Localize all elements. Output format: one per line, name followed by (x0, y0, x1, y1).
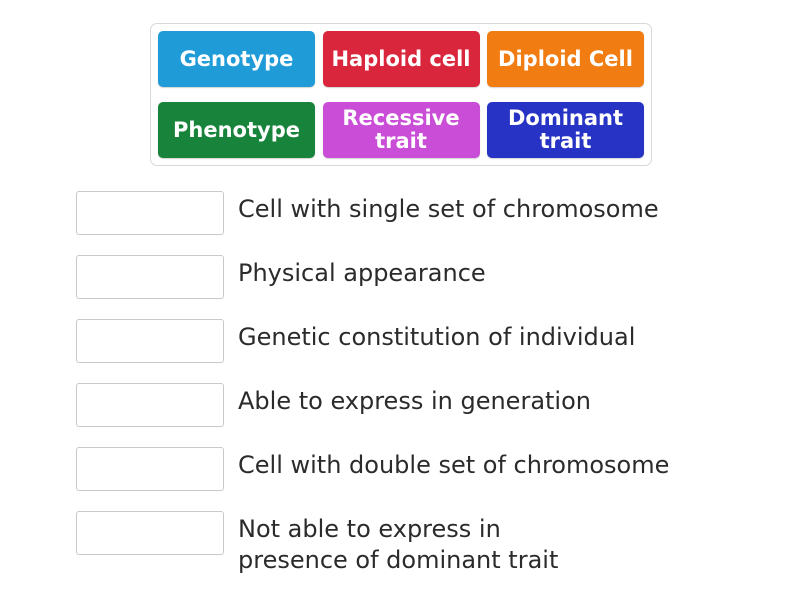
tile-dominant-trait[interactable]: Dominant trait (487, 102, 644, 158)
drop-zone[interactable] (76, 511, 224, 555)
tile-recessive-trait[interactable]: Recessive trait (322, 102, 480, 158)
answer-row: Cell with double set of chromosome (76, 447, 776, 511)
drop-zone[interactable] (76, 319, 224, 363)
answer-label: Genetic constitution of individual (238, 323, 636, 351)
drop-zone[interactable] (76, 383, 224, 427)
answer-label: Cell with single set of chromosome (238, 195, 659, 223)
drop-zone[interactable] (76, 255, 224, 299)
tile-haploid-cell[interactable]: Haploid cell (322, 31, 480, 87)
tile-phenotype[interactable]: Phenotype (158, 102, 315, 158)
answer-row: Genetic constitution of individual (76, 319, 776, 383)
tile-diploid-cell[interactable]: Diploid Cell (487, 31, 644, 87)
answer-list: Cell with single set of chromosome Physi… (76, 191, 776, 575)
answer-label: Able to express in generation (238, 387, 591, 415)
tile-row-2: Phenotype Recessive trait Dominant trait (158, 102, 644, 158)
answer-row: Not able to express in presence of domin… (76, 511, 776, 575)
answer-row: Physical appearance (76, 255, 776, 319)
answer-label: Not able to express in presence of domin… (238, 515, 559, 574)
tile-genotype[interactable]: Genotype (158, 31, 315, 87)
answer-label: Cell with double set of chromosome (238, 451, 670, 479)
answer-row: Cell with single set of chromosome (76, 191, 776, 255)
tile-row-1: Genotype Haploid cell Diploid Cell (158, 31, 644, 87)
answer-row: Able to express in generation (76, 383, 776, 447)
tile-tray: Genotype Haploid cell Diploid Cell Pheno… (150, 23, 652, 166)
drop-zone[interactable] (76, 447, 224, 491)
answer-label: Physical appearance (238, 259, 486, 287)
drop-zone[interactable] (76, 191, 224, 235)
